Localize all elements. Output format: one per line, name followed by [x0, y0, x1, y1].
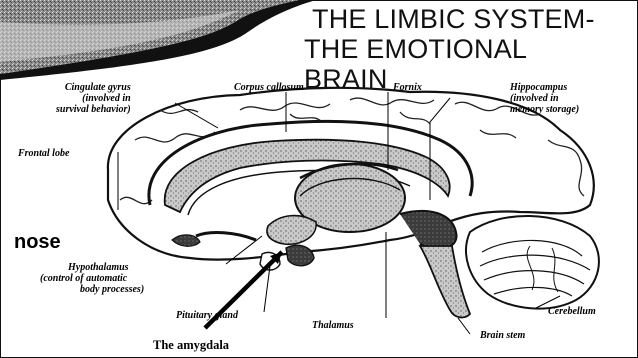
frontal-lobe-label: Frontal lobe	[18, 148, 69, 159]
hippocampus-name: Hippocampus	[510, 82, 567, 93]
pituitary-gland-name: Pituitary gland	[176, 310, 238, 321]
brain-stem-label: Brain stem	[480, 330, 525, 341]
cingulate-gyrus-name: Cingulate gyrus	[65, 82, 131, 93]
cingulate-gyrus-note-2: survival behavior)	[50, 104, 131, 115]
corpus-callosum-label: Corpus callosum	[234, 82, 304, 93]
hypothalamus-note-1: (control of automatic	[40, 273, 144, 284]
cingulate-gyrus-note-1: (involved in	[50, 93, 131, 104]
hypothalamus-label: Hypothalamus (control of automatic body …	[40, 262, 144, 295]
thalamus-label: Thalamus	[312, 320, 354, 331]
hippocampus-note-2: memory storage)	[510, 104, 579, 115]
cerebellum	[466, 216, 599, 309]
cerebellum-label: Cerebellum	[548, 306, 596, 317]
corpus-callosum-name: Corpus callosum	[234, 82, 304, 93]
fornix-name: Fornix	[393, 82, 422, 93]
hypothalamus-note-2: body processes)	[40, 284, 144, 295]
fornix-label: Fornix	[393, 82, 422, 93]
thalamus-name: Thalamus	[312, 320, 354, 331]
amygdala-label: The amygdala	[153, 338, 229, 353]
hypothalamus-name: Hypothalamus	[40, 262, 129, 273]
frontal-lobe-name: Frontal lobe	[18, 148, 69, 159]
brain-stem	[420, 246, 470, 317]
hippocampus-note-1: (involved in	[510, 93, 579, 104]
nose-label: nose	[14, 231, 61, 254]
pituitary-gland-label: Pituitary gland	[176, 310, 238, 321]
hippocampus-label: Hippocampus (involved in memory storage)	[510, 82, 579, 115]
cerebellum-name: Cerebellum	[548, 306, 596, 317]
brain-stem-name: Brain stem	[480, 330, 525, 341]
cingulate-gyrus-label: Cingulate gyrus (involved in survival be…	[50, 82, 131, 115]
